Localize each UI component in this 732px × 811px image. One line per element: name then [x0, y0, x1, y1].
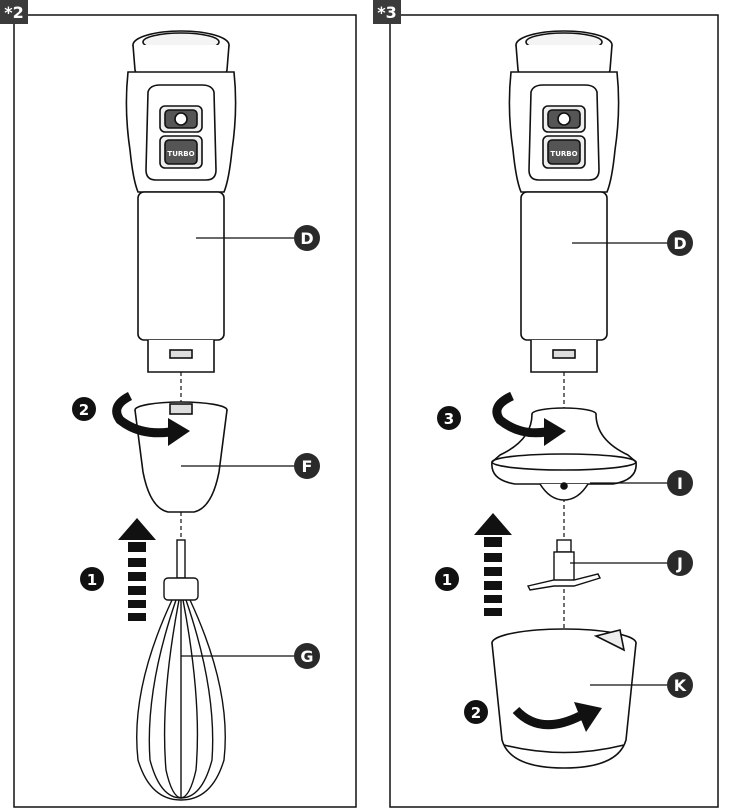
step-2-number: 2 — [471, 704, 481, 722]
callout-g-letter: G — [300, 647, 313, 666]
panel-chopper-assembly: *3 TURBO — [373, 0, 718, 807]
step-3-marker: 3 — [437, 406, 461, 430]
motor-unit — [509, 31, 618, 372]
chopper-bowl — [492, 629, 636, 768]
callout-j-letter: J — [676, 554, 683, 573]
step-2-number: 2 — [79, 401, 89, 419]
panel-tag-badge: *3 — [373, 0, 401, 24]
callout-k-letter: K — [674, 676, 687, 695]
callout-g: G — [181, 643, 320, 669]
chopper-lid — [492, 408, 636, 500]
push-up-arrow — [474, 513, 512, 616]
motor-unit — [126, 31, 235, 372]
step-1-number: 1 — [87, 571, 97, 589]
push-up-arrow — [118, 518, 156, 621]
turbo-button-label: TURBO — [550, 150, 577, 158]
callout-j: J — [570, 550, 693, 576]
panel-whisk-assembly: *2 TURBO — [0, 0, 356, 807]
callout-i-letter: I — [677, 474, 683, 493]
panel-tag: *3 — [377, 3, 397, 22]
turbo-button-label: TURBO — [167, 150, 194, 158]
panel-tag: *2 — [4, 3, 24, 22]
step-2-marker: 2 — [464, 700, 488, 724]
step-1-marker: 1 — [80, 567, 104, 591]
chopper-blade — [528, 540, 600, 590]
callout-d-letter: D — [673, 234, 686, 253]
step-2-marker: 2 — [72, 397, 96, 421]
panel-tag-badge: *2 — [0, 0, 28, 24]
callout-f-letter: F — [302, 457, 313, 476]
whisk-gearbox — [135, 402, 227, 512]
step-1-marker: 1 — [435, 567, 459, 591]
callout-d-letter: D — [300, 229, 313, 248]
step-1-number: 1 — [442, 571, 452, 589]
step-3-number: 3 — [444, 410, 454, 428]
whisk-attachment — [137, 540, 226, 800]
